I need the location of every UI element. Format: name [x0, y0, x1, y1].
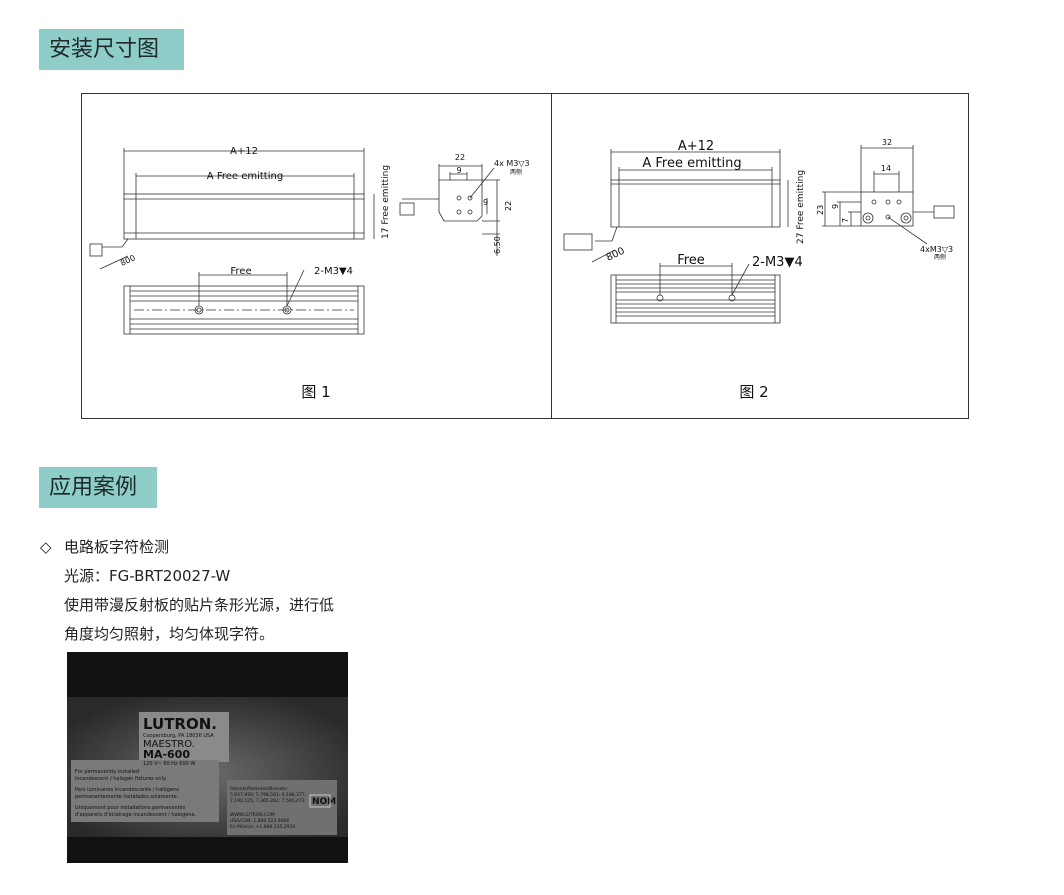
photo-brand: LUTRON.: [143, 715, 217, 733]
fig2-caption: 图 2: [739, 383, 768, 401]
photo-nom: NOM: [312, 797, 336, 807]
fig1-end-screws: 4x M3▽3: [494, 159, 530, 168]
fig2-end-screws-note: 两侧: [934, 253, 946, 261]
fig2-end-dim-9: 9: [831, 204, 840, 209]
photo-label-render: LUTRON. Coopersburg, PA 18036 USA MAESTR…: [67, 652, 348, 863]
diamond-bullet-icon: ◇: [40, 538, 52, 556]
photo-text-5: Uniquement pour installations permanente…: [75, 805, 186, 811]
fig2-cable-length: 800: [605, 246, 627, 264]
fig2-end-screws: 4xM3▽3: [920, 245, 953, 254]
photo-web: WWW.LUTRON.COM: [230, 812, 275, 818]
photo-rating: 120 V~ 60 Hz 600 W: [143, 761, 195, 767]
fig2-end-dim-23: 23: [816, 205, 825, 215]
photo-address: Coopersburg, PA 18036 USA: [143, 733, 214, 739]
photo-text-2: incandescent / halogen fixtures only.: [75, 776, 167, 782]
dimension-diagram-frame: A+12 A Free emitting 800 17 Free emittin…: [81, 93, 969, 419]
case-title: ◇ 电路板字符检测: [40, 533, 334, 562]
fig1-free: Free: [230, 266, 251, 277]
diagram-divider: [551, 94, 552, 418]
photo-mex: En México: +1.888.235.2910: [230, 823, 295, 830]
fig2-mount: 2-M3▼4: [752, 255, 803, 270]
fig2-end-dim-14: 14: [881, 164, 891, 173]
fig1-height-label: 17 Free emitting: [381, 165, 391, 239]
case-desc-line-1: 使用带漫反射板的贴片条形光源，进行低: [64, 596, 335, 614]
photo-series: MAESTRO.: [143, 739, 195, 750]
fig1-cable-length: 800: [119, 253, 137, 268]
case-light-source: 光源：FG-BRT20027-W: [64, 567, 231, 585]
photo-usa: USA/CAN: 1.800.523.9466: [230, 818, 289, 824]
figure-1-drawing: A+12 A Free emitting 800 17 Free emittin…: [89, 146, 530, 401]
photo-patent-nums-1: 5,637,930; 5,798,581; 6,188,377;: [230, 792, 306, 798]
photo-model: MA-600: [143, 748, 190, 761]
fig2-height-label: 27 Free emitting: [796, 170, 806, 244]
case-desc-line-2: 角度均匀照射，均匀体现字符。: [64, 625, 275, 643]
photo-patent-nums-2: 7,190,125; 7,365,282; 7,546,473: [230, 798, 305, 804]
fig2-dim-free-emitting: A Free emitting: [642, 156, 741, 171]
case-description: ◇ 电路板字符检测 光源：FG-BRT20027-W 使用带漫反射板的贴片条形光源…: [40, 533, 334, 649]
photo-text-6: d'appareils d'éclairage incandescent / h…: [75, 811, 197, 818]
fig1-mount: 2-M3▼4: [314, 266, 353, 277]
fig1-end-dim-9: 9: [456, 166, 461, 175]
section-title-install-dimensions: 安装尺寸图: [39, 29, 184, 70]
application-photo: LUTRON. Coopersburg, PA 18036 USA MAESTR…: [67, 652, 348, 863]
fig2-end-dim-32: 32: [882, 138, 892, 147]
fig1-dim-total: A+12: [230, 146, 258, 157]
fig1-end-dim-22: 22: [455, 153, 465, 162]
photo-text-4: permanentemente instalados solamente.: [75, 794, 179, 800]
fig2-free: Free: [677, 253, 705, 268]
fig1-end-dim-22v: 22: [504, 201, 513, 211]
fig1-end-dim-9v: 9: [483, 198, 488, 207]
figure-2-drawing: A+12 A Free emitting 800 27 Free emittin…: [563, 138, 955, 401]
photo-patents: Patents/Patentes/Brevets:: [230, 786, 288, 792]
section-title-application-cases: 应用案例: [39, 467, 157, 508]
fig1-dim-free-emitting: A Free emitting: [207, 171, 283, 182]
fig2-dim-total: A+12: [678, 139, 714, 154]
fig2-end-dim-7: 7: [841, 218, 850, 223]
fig1-end-screws-note: 两侧: [510, 168, 522, 176]
fig1-caption: 图 1: [301, 383, 330, 401]
photo-text-1: For permanently installed: [75, 769, 139, 775]
photo-text-3: Pars luminaires incandescente / halógeno: [75, 786, 179, 793]
fig1-end-dim-650: 6.50: [493, 236, 502, 254]
case-name: 电路板字符检测: [64, 538, 170, 556]
